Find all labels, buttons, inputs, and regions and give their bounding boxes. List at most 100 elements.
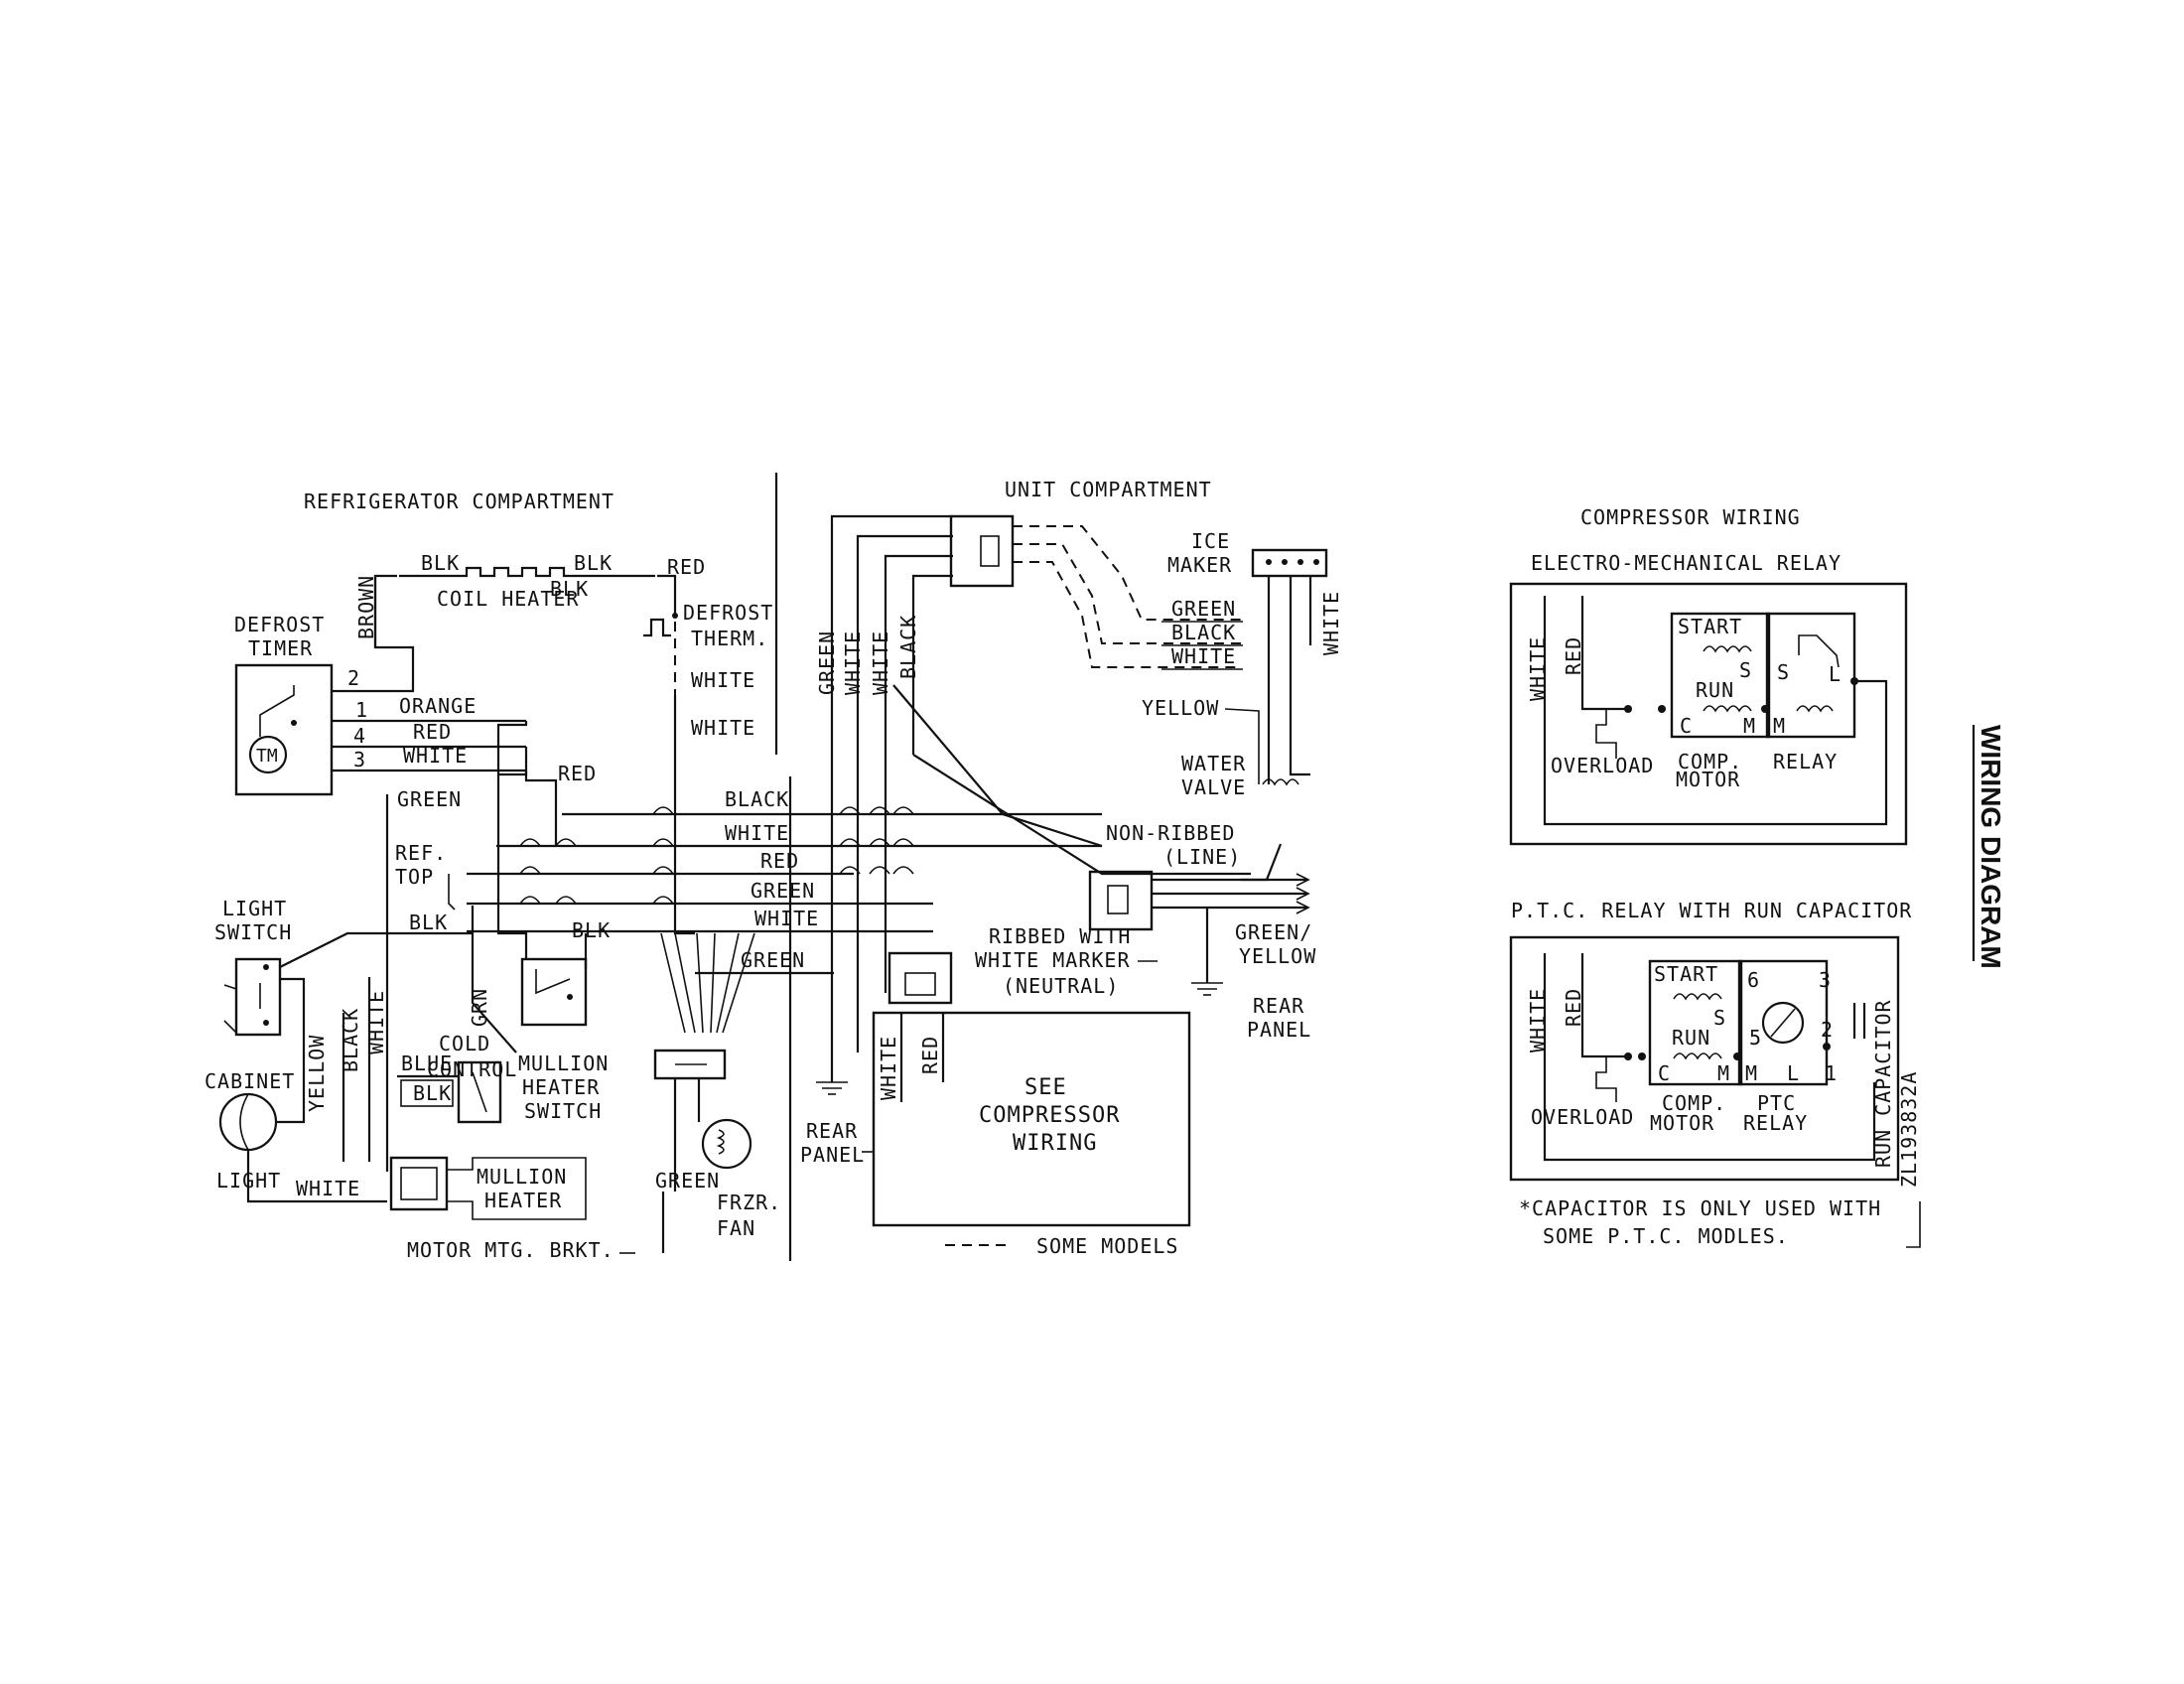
ptc-footnote-bracket: [1906, 1201, 1921, 1248]
wire-label-blue: BLUE: [401, 1052, 453, 1075]
wire-label-white-bus-2: WHITE: [754, 907, 819, 930]
em-junction-3: [1761, 705, 1769, 713]
wire-label-blk-coil-1: BLK: [421, 551, 460, 575]
wire-terminal-2: [332, 574, 415, 693]
wire-white-diag: [892, 684, 1103, 848]
wire-label-green-vert: GREEN: [815, 631, 839, 695]
wire-grn: [471, 906, 517, 1053]
ribbed-label-2: WHITE MARKER: [975, 948, 1131, 972]
frzr-fan-label-2: FAN: [717, 1216, 755, 1240]
wire-label-black-vert-unit: BLACK: [896, 615, 920, 679]
green-yellow-label-1: GREEN/: [1235, 920, 1312, 944]
em-overload-symbol: [1595, 709, 1617, 759]
mullion-switch-label-2: HEATER: [522, 1075, 600, 1099]
wire-label-white-comp: WHITE: [877, 1036, 900, 1100]
em-relay-contact: [1798, 634, 1840, 668]
unit-connector: [949, 514, 1015, 588]
em-relay-title: ELECTRO-MECHANICAL RELAY: [1531, 551, 1842, 575]
wire-label-orange: ORANGE: [399, 694, 477, 718]
wire-white-vert-2: [884, 554, 953, 993]
wire-label-green-lower: GREEN: [741, 948, 805, 972]
wire-label-white-bus: WHITE: [725, 821, 789, 845]
ptc-s-label: S: [1713, 1006, 1726, 1030]
wire-yellow-valve: [1224, 708, 1260, 784]
ptc-white-label: WHITE: [1526, 988, 1550, 1052]
wire-white-cabinet: [246, 1150, 387, 1203]
mullion-heater-plug: [400, 1167, 438, 1200]
ptc-terminal-6: 6: [1747, 968, 1760, 992]
ptc-comp-motor-label-2: MOTOR: [1650, 1111, 1714, 1135]
em-red-wire: [1580, 596, 1628, 711]
ptc-start-label: START: [1654, 962, 1718, 986]
ptc-comp-motor-label-1: COMP.: [1662, 1091, 1726, 1115]
wire-label-blk-upper: BLK: [550, 577, 589, 601]
refrigerator-compartment-title: REFRIGERATOR COMPARTMENT: [304, 490, 614, 513]
wire-label-white-timer: WHITE: [403, 744, 468, 768]
ptc-c-label: C: [1658, 1061, 1671, 1085]
wire-label-red-timer: RED: [413, 720, 452, 744]
em-comp-motor-label-1: COMP.: [1678, 750, 1742, 773]
wire-crossovers: [519, 806, 914, 905]
mullion-switch-label-1: MULLION: [518, 1052, 609, 1075]
wire-label-yellow: YELLOW: [305, 1035, 329, 1112]
mullion-switch-blade: [472, 1071, 487, 1113]
ptc-terminal-3: 3: [1819, 968, 1832, 992]
em-comp-motor-box: [1670, 612, 1771, 739]
wire-label-red-bus-2: RED: [760, 849, 799, 873]
ptc-red-wire: [1580, 953, 1628, 1058]
ptc-m-label: M: [1717, 1061, 1730, 1085]
non-ribbed-label-2: (LINE): [1163, 845, 1241, 869]
mullion-heater-box: [389, 1156, 449, 1211]
wire-label-brown: BROWN: [354, 575, 378, 639]
rear-panel-left-label-2: PANEL: [800, 1143, 865, 1167]
wire-label-green-ice: GREEN: [1171, 597, 1236, 621]
see-compressor-label-2: COMPRESSOR: [979, 1103, 1120, 1128]
em-relay-frame: [1509, 582, 1908, 846]
em-s-label: S: [1739, 658, 1752, 682]
water-valve-label-1: WATER: [1181, 752, 1246, 775]
wire-label-green-fan: GREEN: [655, 1169, 720, 1193]
terminal-4: 4: [353, 724, 366, 748]
timer-motor-label: TM: [256, 746, 278, 767]
cold-control-label-1: COLD: [439, 1032, 490, 1055]
ribbed-label-3: (NEUTRAL): [1003, 974, 1119, 998]
em-comp-motor-label-2: MOTOR: [1676, 768, 1740, 791]
light-switch-contact-1: [263, 964, 269, 970]
ptc-junction-1: [1624, 1052, 1632, 1060]
ice-maker-label-1: ICE: [1191, 529, 1230, 553]
ref-top-label-1: REF.: [395, 841, 447, 865]
frzr-fan-motor: [701, 1118, 752, 1170]
rear-panel-left-label-1: REAR: [806, 1119, 858, 1143]
wire-label-blk-cold: BLK: [572, 918, 611, 942]
wire-green-vert: [830, 514, 953, 1082]
defrost-timer-label-1: DEFROST: [234, 613, 325, 636]
ice-maker-pin-4: [1313, 559, 1319, 565]
timer-motor-symbol: [248, 735, 288, 774]
ptc-m-relay-label: M: [1745, 1061, 1758, 1085]
em-junction-4: [1850, 677, 1858, 685]
ptc-overload-symbol: [1595, 1056, 1617, 1102]
see-compressor-label-1: SEE: [1024, 1075, 1067, 1100]
terminal-1: 1: [355, 698, 368, 722]
defrost-therm-label-1: DEFROST: [683, 601, 773, 625]
some-models-label: SOME MODELS: [1036, 1234, 1178, 1258]
defrost-timer-label-2: TIMER: [248, 636, 313, 660]
wire-orange-down: [496, 721, 528, 846]
timer-internal-switch: [259, 685, 295, 737]
compressor-wiring-title: COMPRESSOR WIRING: [1580, 505, 1801, 529]
wire-black-diag: [912, 754, 1251, 876]
wire-label-grn: GRN: [468, 988, 491, 1027]
compressor-connector-inner: [904, 972, 936, 996]
ground-symbol-left: [816, 1081, 848, 1095]
light-switch-symbol: [223, 984, 237, 1035]
wire-label-white-therm-2: WHITE: [691, 716, 755, 740]
wire-label-white-vert-2: WHITE: [869, 631, 892, 695]
unit-connector-plug: [980, 535, 1000, 567]
em-junction-1: [1624, 705, 1632, 713]
line-cord-ends: [1296, 873, 1310, 914]
defrost-therm-symbol: [643, 618, 671, 637]
light-switch-label-1: LIGHT: [222, 897, 287, 920]
ptc-thermistor: [1761, 1001, 1805, 1045]
page-title: WIRING DIAGRAM: [1976, 725, 2006, 969]
frzr-fan-coil: [716, 1129, 725, 1155]
